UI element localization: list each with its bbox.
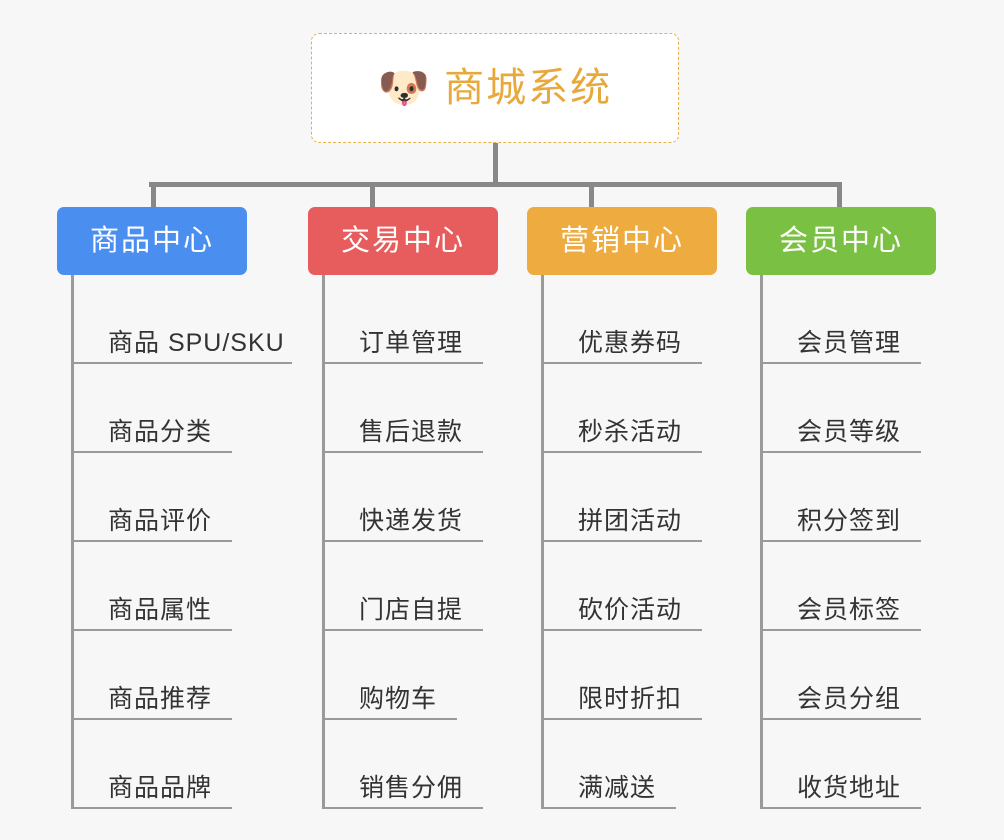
child-item-label: 拼团活动 xyxy=(578,506,683,535)
child-item[interactable]: 砍价活动 xyxy=(544,542,717,631)
category-label: 商品中心 xyxy=(89,224,214,257)
child-item[interactable]: 会员等级 xyxy=(763,364,936,453)
child-item-label: 收货地址 xyxy=(797,773,902,802)
child-item-underline xyxy=(325,807,483,809)
child-item[interactable]: 销售分佣 xyxy=(325,720,498,809)
child-item-underline xyxy=(74,718,232,720)
dog-face-icon: 🐶 xyxy=(377,64,431,111)
child-item[interactable]: 商品推荐 xyxy=(74,631,285,720)
column-member-center: 会员中心会员管理会员等级积分签到会员标签会员分组收货地址 xyxy=(746,207,936,809)
child-item[interactable]: 会员分组 xyxy=(763,631,936,720)
child-item[interactable]: 会员标签 xyxy=(763,542,936,631)
child-item[interactable]: 优惠券码 xyxy=(544,275,717,364)
child-item-label: 会员等级 xyxy=(797,417,902,446)
child-item[interactable]: 商品分类 xyxy=(74,364,285,453)
category-box-member-center[interactable]: 会员中心 xyxy=(746,207,936,275)
child-item-label: 会员管理 xyxy=(797,328,902,357)
child-item[interactable]: 商品评价 xyxy=(74,453,285,542)
child-item[interactable]: 商品属性 xyxy=(74,542,285,631)
child-item-label: 商品品牌 xyxy=(108,773,213,802)
child-item-label: 积分签到 xyxy=(797,506,902,535)
child-item[interactable]: 购物车 xyxy=(325,631,498,720)
child-item[interactable]: 秒杀活动 xyxy=(544,364,717,453)
child-item-underline xyxy=(544,807,676,809)
connector-drop-0 xyxy=(151,182,156,210)
child-item-label: 满减送 xyxy=(578,773,657,802)
root-node-title: 商城系统 xyxy=(444,66,613,110)
child-item-underline xyxy=(763,451,921,453)
column-marketing-center: 营销中心优惠券码秒杀活动拼团活动砍价活动限时折扣满减送 xyxy=(527,207,717,809)
child-item-underline xyxy=(544,629,702,631)
child-item-label: 会员分组 xyxy=(797,684,902,713)
child-item-label: 优惠券码 xyxy=(578,328,683,357)
child-item-underline xyxy=(74,362,292,364)
child-item[interactable]: 门店自提 xyxy=(325,542,498,631)
child-item-underline xyxy=(325,540,483,542)
child-item[interactable]: 订单管理 xyxy=(325,275,498,364)
child-item-underline xyxy=(325,362,483,364)
child-item-underline xyxy=(325,629,483,631)
child-item-label: 商品属性 xyxy=(108,595,213,624)
child-item-label: 商品推荐 xyxy=(108,684,213,713)
category-box-trade-center[interactable]: 交易中心 xyxy=(308,207,498,275)
child-list-member-center: 会员管理会员等级积分签到会员标签会员分组收货地址 xyxy=(760,275,936,809)
child-item-underline xyxy=(544,451,702,453)
child-item-label: 购物车 xyxy=(359,684,438,713)
child-item-underline xyxy=(325,718,457,720)
child-item-underline xyxy=(74,807,232,809)
child-item-label: 秒杀活动 xyxy=(578,417,683,446)
child-item[interactable]: 拼团活动 xyxy=(544,453,717,542)
child-item-underline xyxy=(74,540,232,542)
child-item-label: 售后退款 xyxy=(359,417,464,446)
child-item-label: 商品分类 xyxy=(108,417,213,446)
category-label: 会员中心 xyxy=(778,224,903,257)
child-item-label: 快递发货 xyxy=(359,506,464,535)
child-item[interactable]: 积分签到 xyxy=(763,453,936,542)
connector-horizontal-bus xyxy=(149,182,841,187)
child-item[interactable]: 售后退款 xyxy=(325,364,498,453)
child-item-underline xyxy=(544,362,702,364)
child-item-label: 限时折扣 xyxy=(578,684,683,713)
category-label: 交易中心 xyxy=(340,224,465,257)
connector-drop-2 xyxy=(589,182,594,210)
child-item-label: 商品评价 xyxy=(108,506,213,535)
connector-drop-3 xyxy=(837,182,842,210)
child-item-label: 砍价活动 xyxy=(578,595,683,624)
category-label: 营销中心 xyxy=(559,224,684,257)
child-item[interactable]: 收货地址 xyxy=(763,720,936,809)
root-node-mall-system[interactable]: 🐶 商城系统 xyxy=(311,33,679,143)
child-item[interactable]: 会员管理 xyxy=(763,275,936,364)
child-item-underline xyxy=(763,629,921,631)
child-item-underline xyxy=(544,540,702,542)
child-item[interactable]: 商品 SPU/SKU xyxy=(74,275,292,364)
child-item-label: 订单管理 xyxy=(359,328,464,357)
child-item[interactable]: 限时折扣 xyxy=(544,631,717,720)
child-item-underline xyxy=(74,629,232,631)
column-product-center: 商品中心商品 SPU/SKU 商品分类商品评价商品属性商品推荐商品品牌 xyxy=(57,207,292,809)
connector-drop-1 xyxy=(370,182,375,210)
child-item-label: 会员标签 xyxy=(797,595,902,624)
child-item-underline xyxy=(763,540,921,542)
category-box-product-center[interactable]: 商品中心 xyxy=(57,207,247,275)
child-item-underline xyxy=(763,718,921,720)
child-item-underline xyxy=(74,451,232,453)
connector-root-vertical xyxy=(493,143,498,184)
column-trade-center: 交易中心订单管理售后退款快递发货门店自提购物车销售分佣 xyxy=(308,207,498,809)
child-list-product-center: 商品 SPU/SKU 商品分类商品评价商品属性商品推荐商品品牌 xyxy=(71,275,292,809)
child-item[interactable]: 满减送 xyxy=(544,720,717,809)
child-item-underline xyxy=(325,451,483,453)
child-item-label: 商品 SPU/SKU xyxy=(108,328,285,357)
child-item-underline xyxy=(544,718,702,720)
category-box-marketing-center[interactable]: 营销中心 xyxy=(527,207,717,275)
child-item-label: 销售分佣 xyxy=(359,773,464,802)
child-list-marketing-center: 优惠券码秒杀活动拼团活动砍价活动限时折扣满减送 xyxy=(541,275,717,809)
child-item[interactable]: 商品品牌 xyxy=(74,720,285,809)
child-item-underline xyxy=(763,362,921,364)
child-item-underline xyxy=(763,807,921,809)
child-list-trade-center: 订单管理售后退款快递发货门店自提购物车销售分佣 xyxy=(322,275,498,809)
child-item[interactable]: 快递发货 xyxy=(325,453,498,542)
child-item-label: 门店自提 xyxy=(359,595,464,624)
